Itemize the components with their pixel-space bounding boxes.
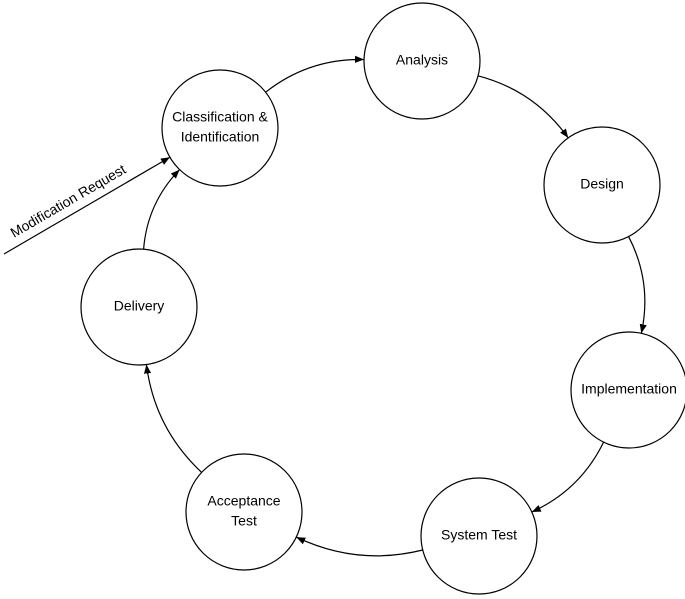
edge-delivery-to-classification (143, 169, 181, 250)
node-circle (570, 331, 685, 449)
node-label: System Test (441, 527, 517, 543)
node-circle (420, 477, 538, 595)
node-label: Design (580, 176, 624, 192)
node-label: Test (231, 513, 257, 529)
edge-system-test-to-acceptance-test (296, 536, 423, 557)
node-label: Implementation (581, 381, 677, 397)
node-label: Acceptance (207, 493, 280, 509)
edge-implementation-to-system-test (531, 441, 605, 513)
node-classification: Classification & Identification (161, 69, 279, 187)
edge-acceptance-test-to-delivery (143, 364, 203, 473)
node-circle (80, 248, 198, 366)
modification-request-arrow (3, 156, 171, 255)
node-circle (363, 2, 481, 120)
edge-analysis-to-design (477, 75, 569, 139)
node-system-test: System Test (420, 477, 538, 595)
node-circle (185, 453, 303, 571)
node-label: Classification & (172, 109, 268, 125)
edge-design-to-implementation (628, 236, 647, 334)
node-design: Design (543, 126, 661, 244)
node-circle (543, 126, 661, 244)
node-label: Identification (181, 129, 260, 145)
node-implementation: Implementation (570, 331, 685, 449)
modification-request-label: Modification Request (7, 161, 128, 241)
edge-classification-to-analysis (265, 55, 365, 93)
node-label: Analysis (396, 52, 448, 68)
node-circle (161, 69, 279, 187)
node-delivery: Delivery (80, 248, 198, 366)
node-label: Delivery (114, 298, 165, 314)
node-analysis: Analysis (363, 2, 481, 120)
